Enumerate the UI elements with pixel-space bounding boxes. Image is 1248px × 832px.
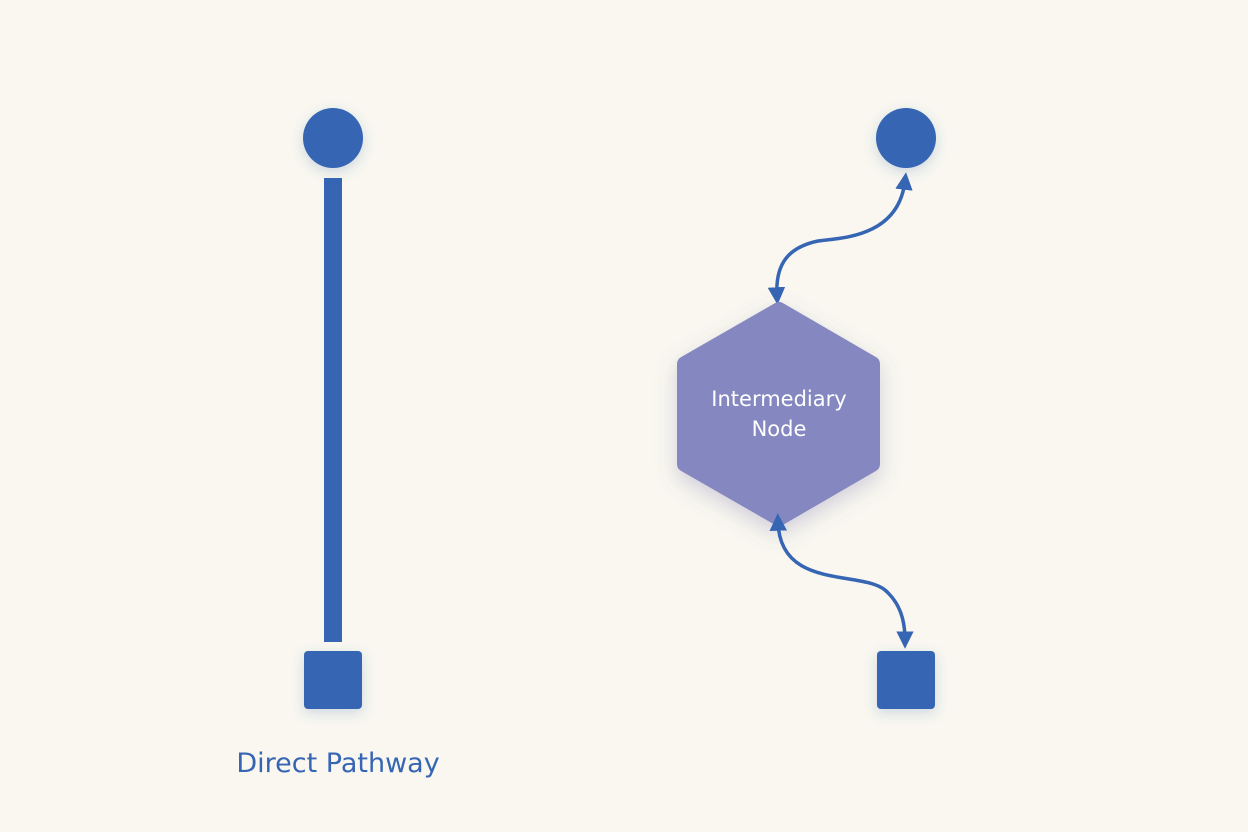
direct-pathway <box>303 108 363 709</box>
mediated-pathway <box>677 108 936 709</box>
intermediary-label-line2: Node <box>751 417 807 441</box>
direct-start-circle <box>303 108 363 168</box>
intermediary-label-line1: Intermediary <box>711 387 847 411</box>
direct-end-square <box>304 651 362 709</box>
direct-connector-bar <box>324 178 342 642</box>
mediated-start-circle <box>876 108 936 168</box>
mediated-end-square <box>877 651 935 709</box>
lower-bidirectional-arrow <box>769 513 914 649</box>
upper-bidirectional-arrow <box>767 172 913 305</box>
direct-pathway-caption: Direct Pathway <box>236 748 440 779</box>
intermediary-node-label: Intermediary Node <box>685 384 873 444</box>
